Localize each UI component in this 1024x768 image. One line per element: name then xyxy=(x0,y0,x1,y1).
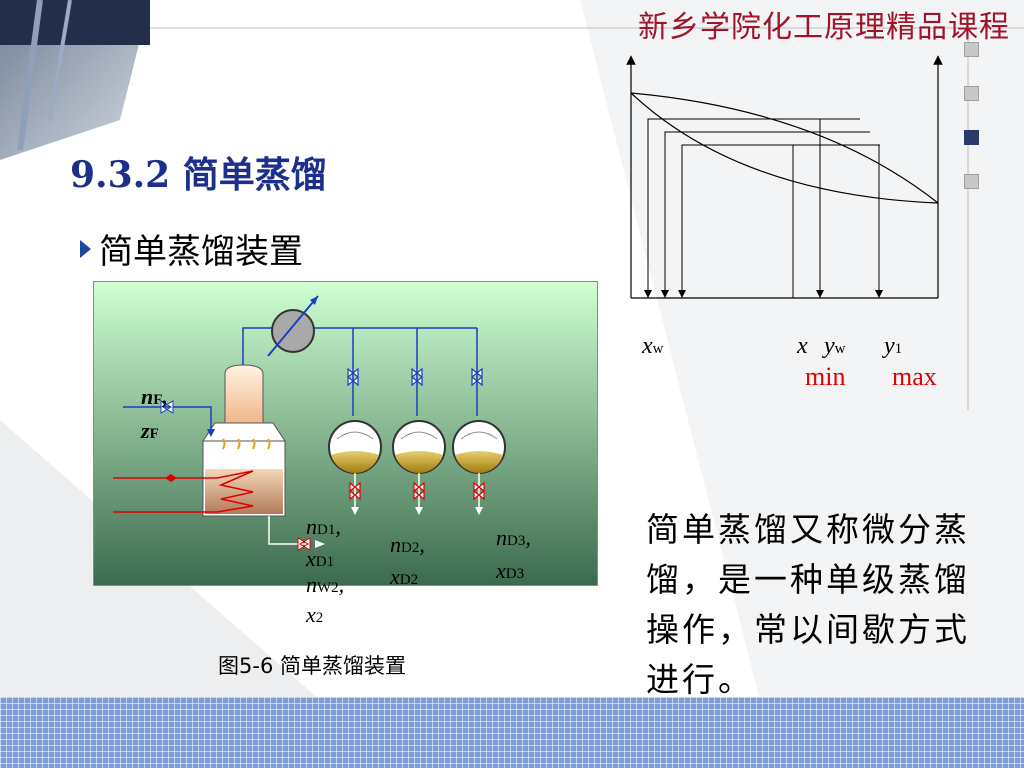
description-text: 简单蒸馏又称微分蒸馏，是一种单级蒸馏操作，常以间歇方式进行。 xyxy=(646,510,970,699)
nav-square-icon xyxy=(964,42,979,57)
feed-flow-label: nF, xyxy=(141,384,168,409)
figure-caption: 图5-6 简单蒸馏装置 xyxy=(218,654,406,678)
footer-grid-band xyxy=(0,697,1024,768)
distillate1-flow-label: nD1, xyxy=(306,514,341,539)
nav-square-icon xyxy=(964,86,979,101)
distillate3-flow-label: nD3, xyxy=(496,525,531,550)
distillation-apparatus-figure xyxy=(93,281,598,586)
phase-diagram xyxy=(626,55,943,299)
xw-axis-label: xw xyxy=(642,333,664,359)
bullet-text: 简单蒸馏装置 xyxy=(99,232,303,272)
bullet-item: 简单蒸馏装置 xyxy=(80,224,303,273)
min-label: min xyxy=(805,362,846,391)
yw-axis-label: yw xyxy=(824,333,846,359)
max-label: max xyxy=(892,362,937,391)
residue-composition-label: x2 xyxy=(306,602,324,627)
distillate1-composition-label: xD1 xyxy=(306,546,335,571)
bullet-arrow-icon xyxy=(80,239,91,258)
y1-axis-label: y1 xyxy=(884,333,903,359)
residue-flow-label: nW2, xyxy=(306,572,345,597)
nav-square-icon xyxy=(964,174,979,189)
x-axis-label: x xyxy=(797,333,808,359)
section-title: 9.3.2 简单蒸馏 xyxy=(70,154,327,196)
feed-composition-label: zF xyxy=(141,418,159,443)
nav-square-active-icon xyxy=(964,130,979,145)
distillate2-flow-label: nD2, xyxy=(390,532,425,557)
distillate3-composition-label: xD3 xyxy=(496,558,525,583)
course-title: 新乡学院化工原理精品课程 xyxy=(638,10,1010,45)
distillate2-composition-label: xD2 xyxy=(390,564,419,589)
